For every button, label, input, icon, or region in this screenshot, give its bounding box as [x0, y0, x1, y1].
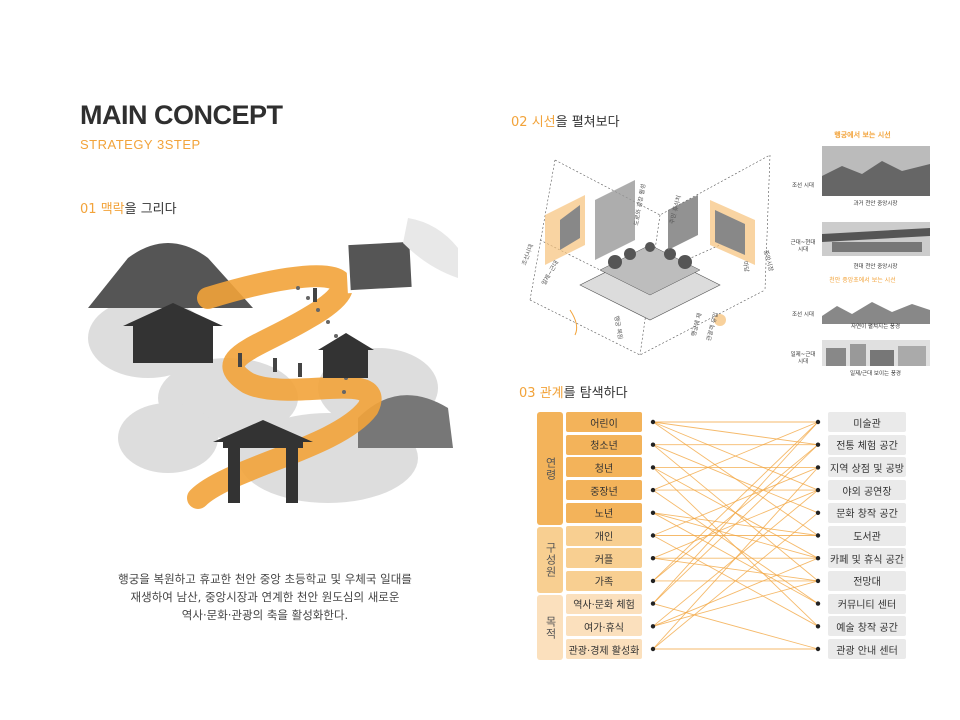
page-subtitle: STRATEGY 3STEP [80, 137, 201, 152]
right-dot [815, 465, 821, 470]
section3-heading: 03 관계를 탐색하다 [519, 386, 628, 401]
right-dot [815, 578, 821, 584]
relation-line [652, 421, 819, 604]
relation-line [652, 603, 819, 650]
right-node: 문화 창작 공간 [828, 502, 906, 523]
right-node: 전망대 [828, 570, 906, 591]
relation-line [652, 557, 819, 582]
right-dot [815, 487, 821, 493]
left-node: 가족 [566, 570, 642, 591]
category-purpose: 목적 [537, 595, 563, 660]
left-node: 중장년 [566, 480, 642, 501]
section1-heading: 01 맥락을 그리다 [80, 202, 177, 217]
strip-era: 일제~근대 시대 [790, 352, 816, 365]
right-dot [815, 624, 821, 629]
left-node: 청년 [566, 457, 642, 478]
strip-title: 행궁에서 보는 시선 [834, 131, 891, 139]
right-dot [815, 533, 821, 538]
right-node: 예술 창작 공간 [828, 616, 906, 637]
left-dot [650, 419, 656, 425]
strip-era: 조선 시대 [792, 183, 814, 189]
strip-caption: 일제/근대 보이는 풍경 [850, 371, 901, 377]
relation-line [652, 444, 819, 514]
strip-era: 근대~현대 시대 [790, 240, 816, 253]
left-node: 노년 [566, 502, 642, 523]
context-collage [88, 218, 458, 509]
left-dot [650, 556, 656, 561]
strip-era: 조선 시대 [792, 312, 814, 318]
right-node: 전통 체험 공간 [828, 434, 906, 455]
right-node: 카페 및 휴식 공간 [828, 548, 906, 569]
left-node: 개인 [566, 525, 642, 546]
relation-line [652, 421, 819, 582]
right-node: 지역 상점 및 공방 [828, 457, 906, 478]
strip-photo [822, 302, 930, 324]
right-dot [815, 510, 821, 515]
left-dot [650, 646, 656, 652]
relation-line [652, 557, 819, 627]
right-dot [815, 442, 821, 447]
left-node: 청소년 [566, 434, 642, 455]
right-dot [815, 556, 821, 561]
left-node: 어린이 [566, 412, 642, 432]
strip-caption: 현대 천안 중앙시장 [853, 264, 898, 270]
left-node: 커플 [566, 548, 642, 569]
relation-line [652, 489, 819, 604]
right-node: 야외 공연장 [828, 480, 906, 501]
relationship-links [650, 419, 821, 652]
right-node: 관광 안내 센터 [828, 639, 906, 659]
left-dot [650, 487, 656, 493]
page-title: MAIN CONCEPT [80, 100, 283, 130]
isometric-view-diagram [529, 154, 771, 356]
left-node: 여가·휴식 [566, 616, 642, 637]
right-dot [815, 646, 821, 652]
section2-heading: 02 시선을 펼쳐보다 [511, 115, 620, 130]
right-dot [815, 601, 821, 606]
left-dot [650, 578, 656, 584]
left-dot [650, 465, 656, 470]
strip-mid-title: 천안 중앙초에서 보는 시선 [829, 277, 896, 284]
strip-caption: 자연이 펼쳐지는 풍경 [850, 324, 901, 330]
section1-description: 행궁을 복원하고 휴교한 천안 중앙 초등학교 및 우체국 일대를 재생하여 남… [118, 572, 412, 622]
iso-label: 마당 [741, 260, 750, 273]
left-node: 역사·문화 체험 [566, 593, 642, 614]
strip-photo [822, 222, 930, 256]
right-node: 미술관 [828, 412, 906, 432]
category-age: 연령 [537, 412, 563, 525]
relation-line [652, 421, 819, 446]
strip-photo [822, 340, 930, 366]
strip-photo [822, 146, 930, 196]
relation-line [652, 580, 819, 627]
right-node: 도서관 [828, 525, 906, 546]
relation-line [652, 512, 819, 650]
category-member: 구성원 [537, 527, 563, 593]
left-dot [650, 442, 656, 447]
right-node: 커뮤니티 센터 [828, 593, 906, 614]
left-node: 관광·경제 활성화 [566, 639, 642, 659]
left-dot [650, 601, 656, 606]
right-dot [815, 419, 821, 425]
relation-line [652, 467, 819, 650]
left-dot [650, 533, 656, 538]
relation-line [652, 421, 819, 491]
relation-line [652, 444, 819, 604]
left-dot [650, 510, 656, 515]
strip-caption: 과거 천안 중앙시장 [853, 201, 898, 207]
left-dot [650, 624, 656, 629]
